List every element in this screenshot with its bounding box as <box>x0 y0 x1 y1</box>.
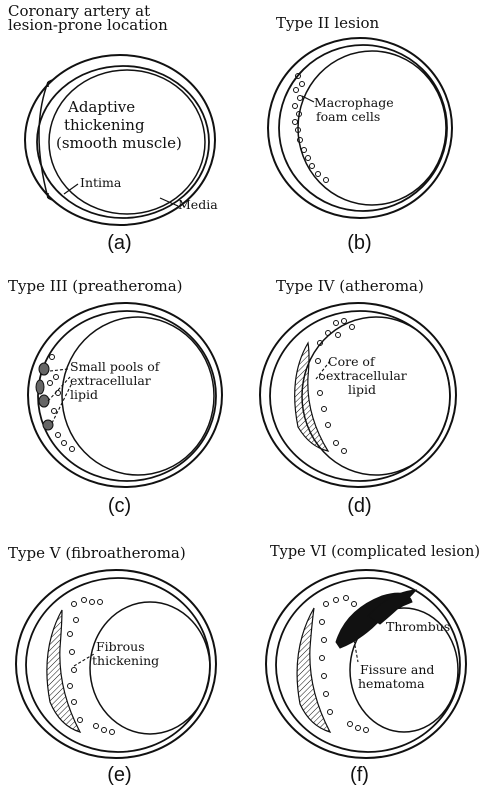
panel-f: Type VI (complicated lesion) Thrombus Fi… <box>240 530 479 795</box>
caption-f: (f) <box>240 764 479 787</box>
caption-e: (e) <box>0 764 239 787</box>
label-extracellular-c: extracellular <box>70 374 151 388</box>
caption-c: (c) <box>0 495 239 518</box>
label-hematoma: hematoma <box>358 677 425 691</box>
panel-b: Type II lesion Macrophage foam cells (b) <box>240 0 479 265</box>
label-fissure: Fissure and <box>360 663 434 677</box>
label-thrombus: Thrombus <box>386 620 450 634</box>
label-lipid-d: lipid <box>348 383 376 397</box>
label-extracellular-d: extracellular <box>326 369 407 383</box>
caption-d: (d) <box>240 495 479 518</box>
label-macrophage: Macrophage <box>314 96 394 110</box>
caption-a: (a) <box>0 232 239 255</box>
label-core-of: Core of <box>328 355 375 369</box>
label-thickening: thickening <box>64 118 145 132</box>
panel-a: Coronary artery at lesion-prone location… <box>0 0 239 265</box>
label-media: Media <box>178 198 218 212</box>
panel-c: Type III (preatheroma) Small pools of ex… <box>0 265 239 530</box>
label-adaptive: Adaptive <box>68 100 135 114</box>
label-smooth-muscle: (smooth muscle) <box>56 136 182 150</box>
artery-c-drawing <box>0 265 239 530</box>
caption-b: (b) <box>240 232 479 255</box>
label-foam-cells: foam cells <box>316 110 380 124</box>
artery-d-drawing <box>240 265 479 530</box>
label-thickening-e: thickening <box>92 654 159 668</box>
panel-e: Type V (fibroatheroma) Fibrous thickenin… <box>0 530 239 795</box>
label-intima: Intima <box>80 176 121 190</box>
panel-d: Type IV (atheroma) Core of extracellular… <box>240 265 479 530</box>
artery-b-drawing <box>240 0 479 265</box>
label-small-pools: Small pools of <box>70 360 159 374</box>
label-fibrous: Fibrous <box>96 640 145 654</box>
label-lipid-c: lipid <box>70 388 98 402</box>
